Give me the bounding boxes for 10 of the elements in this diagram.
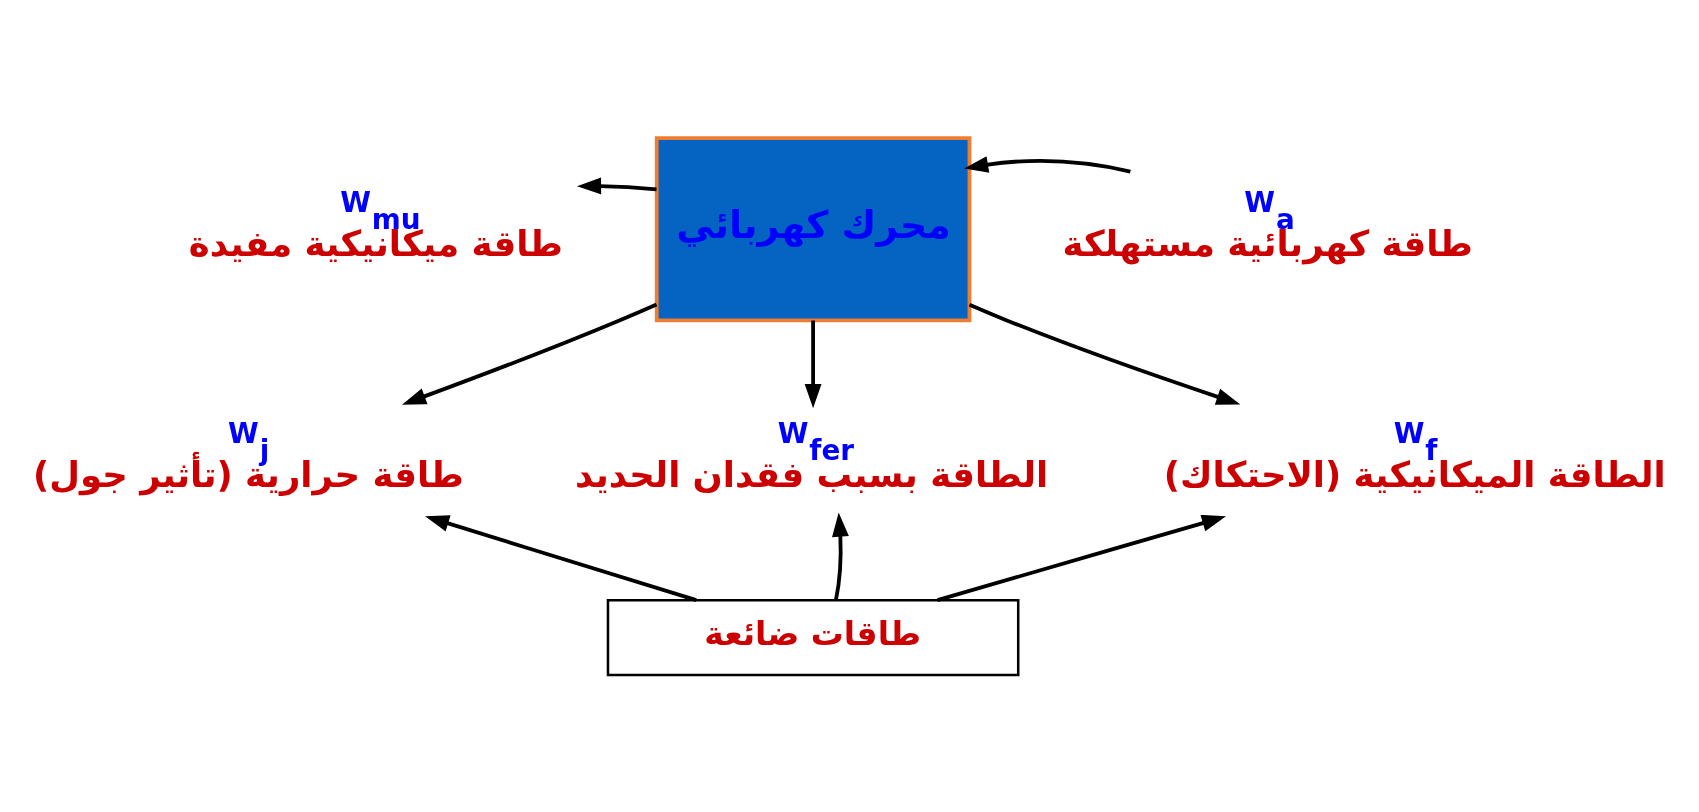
arrow: [964, 155, 1131, 173]
arrow: [577, 177, 657, 194]
node-box: محرك كهربائي: [654, 135, 972, 322]
node-box: طاقات ضائعة: [606, 598, 1020, 676]
arrow: [832, 512, 849, 601]
arrow: [804, 320, 822, 408]
arrow: [968, 302, 1241, 405]
arrow: [425, 514, 697, 602]
arrow: [402, 302, 658, 405]
arrow: [937, 514, 1227, 602]
